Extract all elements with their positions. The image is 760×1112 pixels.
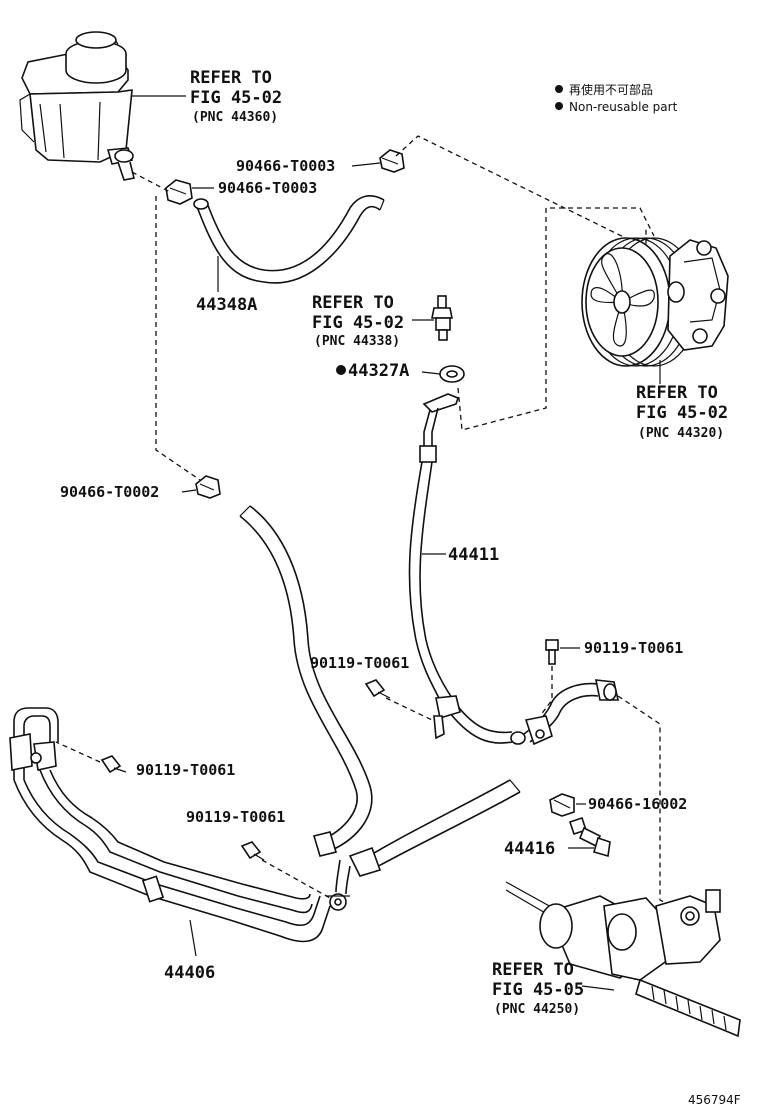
part-label-clip-right: 90466-16002 (588, 795, 687, 813)
part-label-bolt-right: 90119-T0061 (584, 639, 683, 657)
gear-ref-line2: FIG 45-05 (492, 980, 584, 1000)
gear-reference: REFER TO FIG 45-05 (PNC 44250) (492, 960, 584, 1017)
non-reusable-dot-icon (555, 102, 563, 110)
assembly-line (395, 135, 647, 250)
pressure-switch-illustration (431, 295, 453, 341)
figure-id: 456794F (688, 1093, 741, 1107)
leader-line (421, 371, 441, 375)
bolt-mid-illustration (364, 679, 391, 699)
part-label-44348a: 44348A (196, 295, 257, 315)
reservoir-ref-line2: FIG 45-02 (190, 88, 282, 108)
pressure-hose-44411-illustration (408, 393, 619, 746)
switch-ref-line1: REFER TO (312, 293, 394, 313)
assembly-line (55, 741, 101, 763)
return-tube-44406-illustration (9, 707, 350, 943)
pump-ref-line3: (PNC 44320) (638, 426, 724, 441)
leader-line (581, 985, 615, 991)
leader-line (351, 162, 381, 167)
assembly-line (261, 859, 331, 899)
return-hose-lower-illustration (239, 505, 521, 895)
assembly-line (539, 666, 553, 717)
switch-ref-line3: (PNC 44338) (314, 334, 400, 349)
clip-right-illustration (549, 793, 575, 817)
switch-ref-line2: FIG 45-02 (312, 313, 404, 333)
part-label-clip-left: 90466-T0002 (60, 483, 159, 501)
switch-reference: REFER TO FIG 45-02 (PNC 44338) (312, 293, 404, 349)
reservoir-reference: REFER TO FIG 45-02 (PNC 44360) (190, 68, 282, 125)
union-illustration (568, 816, 611, 858)
part-label-bolt-left: 90119-T0061 (136, 761, 235, 779)
clip-reservoir-illustration (165, 179, 193, 205)
reservoir-illustration (19, 31, 135, 181)
part-label-clip-reservoir: 90466-T0003 (218, 179, 317, 197)
part-label-bolt-lower: 90119-T0061 (186, 808, 285, 826)
clip-top-illustration (379, 149, 405, 173)
part-label-union: 44416 (504, 839, 555, 859)
assembly-line (131, 171, 171, 193)
clip-left-illustration (195, 475, 221, 499)
bolt-left-illustration (100, 755, 127, 774)
legend-japanese: 再使用不可部品 (569, 82, 653, 97)
pump-reference: REFER TO FIG 45-02 (PNC 44320) (636, 383, 728, 441)
pump-ref-line1: REFER TO (636, 383, 718, 403)
assembly-line (155, 196, 207, 485)
leader-line (189, 919, 197, 957)
reservoir-ref-line1: REFER TO (190, 68, 272, 88)
gasket-illustration (439, 365, 465, 383)
part-label-clip-top: 90466-T0003 (236, 157, 335, 175)
part-label-pressure-hose: 44411 (448, 545, 499, 565)
bolt-right-illustration (545, 639, 559, 665)
assembly-line (385, 697, 433, 721)
gear-ref-line3: (PNC 44250) (494, 1002, 580, 1017)
leader-line (181, 489, 197, 493)
pump-ref-line2: FIG 45-02 (636, 403, 728, 423)
hose-44348a-illustration (193, 195, 385, 284)
gear-ref-line1: REFER TO (492, 960, 574, 980)
part-label-return-tube: 44406 (164, 963, 215, 983)
non-reusable-dot-icon (336, 365, 346, 375)
bolt-lower-illustration (240, 841, 265, 861)
legend: 再使用不可部品 Non-reusable part (555, 82, 678, 114)
pump-illustration (581, 237, 729, 367)
assembly-line (457, 207, 655, 431)
reservoir-ref-line3: (PNC 44360) (192, 110, 278, 125)
part-label-gasket: 44327A (348, 361, 409, 381)
part-label-bolt-mid: 90119-T0061 (310, 654, 409, 672)
legend-english: Non-reusable part (569, 100, 678, 114)
non-reusable-dot-icon (555, 85, 563, 93)
steering-gear-illustration (505, 881, 741, 1038)
